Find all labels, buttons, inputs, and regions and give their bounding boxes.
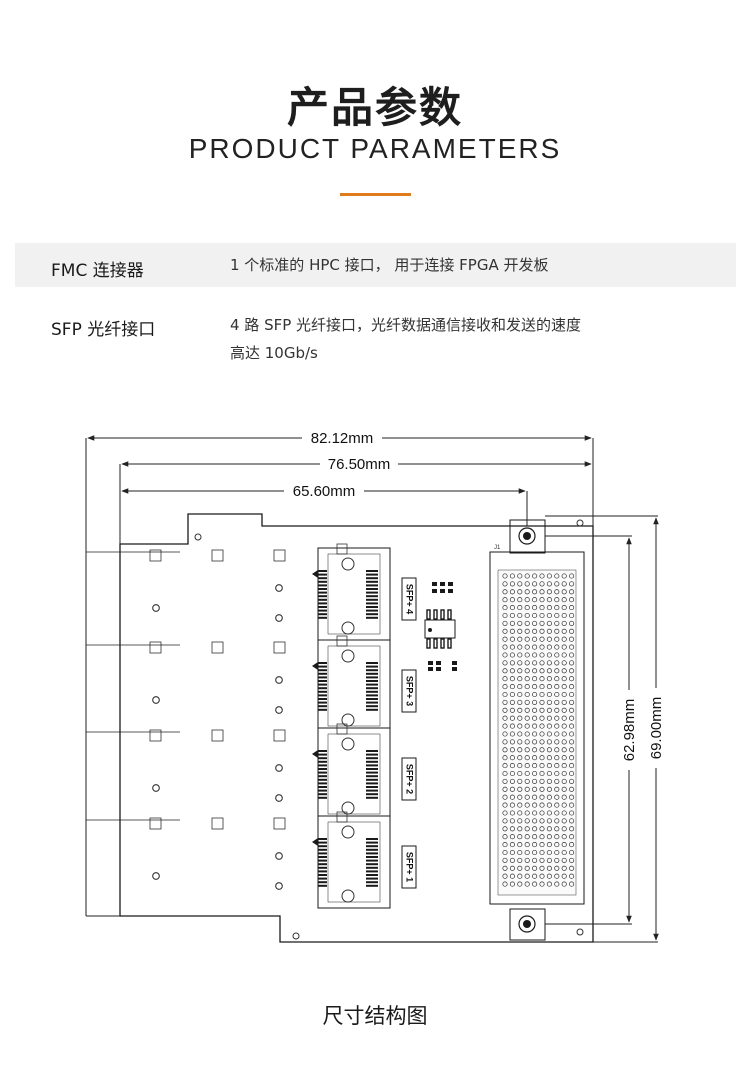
param-label-sfp: SFP 光纤接口 xyxy=(51,320,156,340)
ic-u2 xyxy=(424,582,457,671)
title-accent-bar xyxy=(340,193,411,196)
section-title-cn: 产品参数 xyxy=(286,83,463,132)
dim-width-total: 82.12mm xyxy=(311,430,374,447)
param-label-fmc: FMC 连接器 xyxy=(51,261,144,281)
dim-width-inner: 65.60mm xyxy=(293,483,356,500)
sfp-cage: SFP+ 4 xyxy=(149,543,417,641)
param-value-sfp-line1: 4 路 SFP 光纤接口，光纤数据通信接收和发送的速度 xyxy=(230,316,582,334)
dim-height-total: 69.00mm xyxy=(648,697,665,760)
drawing-caption: 尺寸结构图 xyxy=(322,1004,428,1028)
sfp-cage: SFP+ 3 xyxy=(149,635,417,733)
sfp-label: SFP+ 4 xyxy=(405,584,415,614)
fmc-connector: J1 xyxy=(489,545,585,905)
param-value-fmc: 1 个标准的 HPC 接口， 用于连接 FPGA 开发板 xyxy=(230,256,549,274)
param-value-sfp: 4 路 SFP 光纤接口，光纤数据通信接收和发送的速度 高达 10Gb/s xyxy=(230,311,710,367)
sfp-cage: SFP+ 1 xyxy=(149,811,417,909)
dim-height-inner: 62.98mm xyxy=(621,699,638,762)
section-title-en: PRODUCT PARAMETERS xyxy=(188,133,562,164)
sfp-label: SFP+ 3 xyxy=(405,676,415,706)
fmc-connector-ref: J1 xyxy=(494,545,501,551)
dim-width-mid: 76.50mm xyxy=(328,456,391,473)
sfp-label: SFP+ 2 xyxy=(405,764,415,794)
param-row-fmc: FMC 连接器 1 个标准的 HPC 接口， 用于连接 FPGA 开发板 xyxy=(15,243,736,287)
sfp-label: SFP+ 1 xyxy=(405,852,415,882)
fine-mount-holes xyxy=(194,519,584,940)
sfp-cage: SFP+ 2 xyxy=(149,723,417,821)
mount-hole-bottom xyxy=(509,908,546,941)
sfp-cages: SFP+ 4 SFP+ 3 SFP+ 2 SFP+ 1 xyxy=(149,543,417,909)
dimension-labels: 82.12mm 76.50mm 65.60mm 62.98mm 69.00mm xyxy=(284,428,666,770)
param-row-sfp: SFP 光纤接口 4 路 SFP 光纤接口，光纤数据通信接收和发送的速度 高达 … xyxy=(15,305,736,375)
param-value-sfp-line2: 高达 10Gb/s xyxy=(230,344,318,362)
